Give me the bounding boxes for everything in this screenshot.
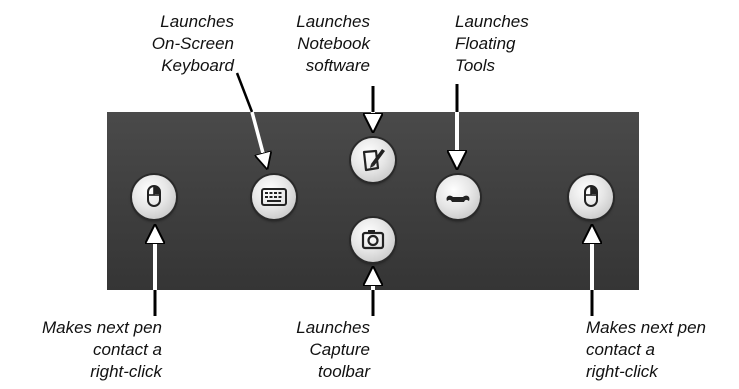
label-line: Launches (160, 12, 234, 31)
mouse-icon (584, 185, 598, 207)
label-line: Keyboard (161, 56, 234, 75)
label-line: right-click (586, 362, 658, 381)
label-line: right-click (90, 362, 162, 381)
label-floating-tools: Launches Floating Tools (455, 11, 565, 77)
keyboard-button[interactable] (252, 175, 296, 219)
wrench-icon (446, 195, 470, 202)
capture-button[interactable] (351, 218, 395, 262)
label-line: On-Screen (151, 34, 234, 53)
mouse-icon (147, 185, 161, 207)
label-line: Capture (309, 340, 370, 359)
label-line: Floating (455, 34, 516, 53)
label-line: Notebook (297, 34, 370, 53)
label-line: Launches (296, 12, 370, 31)
keyboard-arrow-shaft (235, 72, 254, 113)
notebook-button[interactable] (351, 138, 395, 182)
floating-tools-button[interactable] (436, 175, 480, 219)
camera-icon (361, 230, 385, 250)
label-notebook: Launches Notebook software (270, 11, 370, 77)
notebook-pencil-icon (362, 149, 385, 172)
label-line: toolbar (318, 362, 370, 381)
label-line: Launches (455, 12, 529, 31)
label-capture: Launches Capture toolbar (270, 317, 370, 383)
label-line: software (305, 56, 370, 75)
label-line: contact a (586, 340, 655, 359)
label-line: Tools (455, 56, 496, 75)
label-left-right-click: Makes next pen contact a right-click (4, 317, 162, 383)
label-line: Makes next pen (41, 318, 162, 337)
right-click-button-left[interactable] (132, 175, 176, 219)
right-click-button-right[interactable] (569, 175, 613, 219)
keyboard-icon (261, 188, 287, 206)
label-keyboard: Launches On-Screen Keyboard (124, 11, 234, 77)
label-line: Makes next pen (586, 318, 707, 337)
label-right-right-click: Makes next pen contact a right-click (586, 317, 736, 383)
label-line: Launches (296, 318, 370, 337)
label-line: contact a (93, 340, 162, 359)
keyboard-arrow-head (250, 111, 267, 168)
